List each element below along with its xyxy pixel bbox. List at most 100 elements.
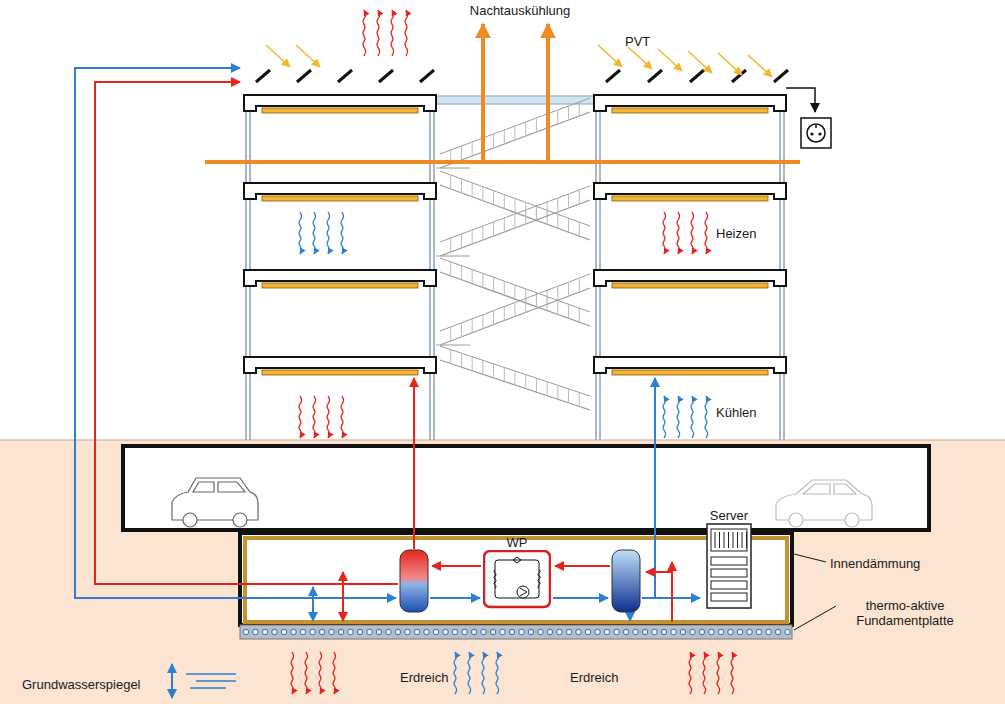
sun-rays: [688, 51, 712, 73]
staircase: [450, 175, 451, 189]
pipes: [312, 587, 314, 621]
server-symbol: [742, 532, 743, 548]
thermo-active-slab: [775, 629, 781, 635]
car-right: [789, 513, 803, 527]
night-cooling-duct: [205, 24, 800, 162]
heat-flow-arrows: [705, 396, 708, 438]
staircase: [482, 360, 483, 374]
server-symbol: [724, 532, 725, 548]
server-symbol: [706, 523, 752, 611]
thermo-active-slab: [538, 629, 544, 635]
heat-flow-arrows: [482, 652, 485, 694]
car-right: [845, 513, 859, 527]
staircase: [557, 110, 558, 124]
staircase: [579, 308, 580, 322]
heat-flow-arrows: [705, 212, 708, 254]
heat-flow-arrows: [731, 652, 734, 694]
pipes: [646, 572, 672, 622]
walls: [249, 95, 251, 440]
label-text: Grundwasserspiegel: [22, 677, 141, 692]
thermo-active-slab: [310, 629, 316, 635]
pvt-panels: [690, 70, 704, 82]
server-symbol: [711, 569, 747, 577]
thermo-active-slab: [766, 629, 772, 635]
thermo-active-slab: [614, 629, 620, 635]
staircase: [482, 187, 483, 201]
staircase: [515, 303, 516, 317]
label-text: Nachtauskühlung: [470, 3, 570, 18]
thermo-active-slab: [471, 629, 477, 635]
staircase: [579, 222, 580, 236]
floor-slabs: [612, 196, 768, 201]
staircase: [472, 183, 473, 197]
staircase: [536, 206, 537, 220]
thermo-active-slab: [509, 629, 515, 635]
pvt-panels: [256, 70, 270, 82]
staircase: [436, 256, 470, 257]
thermo-active-slab: [623, 629, 629, 635]
socket-icon: [815, 125, 817, 128]
label-text: Innendämmung: [830, 556, 920, 571]
thermo-active-slab: [576, 629, 582, 635]
thermo-active-slab: [443, 629, 449, 635]
heat-flow-arrows: [677, 396, 680, 438]
staircase: [472, 357, 473, 371]
leader-lines: [794, 554, 826, 562]
staircase: [440, 185, 590, 240]
label-text: Kühlen: [716, 405, 756, 420]
thermo-active-slab: [595, 629, 601, 635]
staircase: [440, 288, 590, 345]
walls: [433, 95, 435, 440]
pipes: [553, 597, 608, 599]
staircase: [579, 278, 580, 292]
staircase: [515, 126, 516, 140]
thermo-active-slab: [642, 629, 648, 635]
staircase: [482, 315, 483, 329]
node-label: WP: [483, 535, 551, 550]
pvt-panels: [774, 70, 788, 82]
ground: [0, 440, 1005, 704]
thermo-active-slab: [737, 629, 743, 635]
staircase: [547, 290, 548, 304]
staircase: [436, 98, 590, 410]
server-rack: Server: [706, 508, 752, 611]
ground: [0, 440, 1005, 441]
heat-flow-arrows: [319, 652, 322, 694]
thermo-active-slab: [253, 629, 259, 635]
heat-flow-arrows: [703, 652, 706, 694]
thermo-active-slab: [376, 629, 382, 635]
staircase: [568, 389, 569, 403]
thermo-active-slab: [405, 629, 411, 635]
staircase: [568, 106, 569, 120]
leader-lines: [794, 554, 836, 630]
sun-rays: [718, 53, 742, 75]
night-cooling-duct: [430, 24, 483, 162]
thermo-active-slab: [262, 629, 268, 635]
thermo-active-slab: [452, 629, 458, 635]
staircase: [525, 375, 526, 389]
staircase: [461, 323, 462, 337]
staircase: [461, 266, 462, 280]
socket-icon: [801, 118, 831, 148]
thermo-active-slab: [462, 629, 468, 635]
thermo-active-slab: [281, 629, 287, 635]
heat-pump-symbol: [513, 557, 521, 563]
pvt-panels: [256, 70, 788, 82]
server-symbol: [711, 529, 747, 601]
staircase: [536, 206, 537, 220]
socket-icon: [786, 88, 815, 112]
label-text: PVT: [625, 34, 650, 49]
pipes: [413, 378, 415, 549]
sun-rays: [658, 49, 682, 71]
staircase: [440, 346, 590, 396]
thermo-active-slab: [357, 629, 363, 635]
storage-tanks: [612, 550, 640, 612]
pvt-panels: [379, 70, 393, 82]
thermo-active-slab: [433, 629, 439, 635]
thermo-active-slab: [604, 629, 610, 635]
staircase: [482, 226, 483, 240]
storage-tanks: [400, 550, 640, 612]
server-symbol: [728, 532, 729, 548]
heat-flow-arrows: [691, 212, 694, 254]
label-text: thermo-aktive Fundamentplatte: [840, 598, 970, 628]
